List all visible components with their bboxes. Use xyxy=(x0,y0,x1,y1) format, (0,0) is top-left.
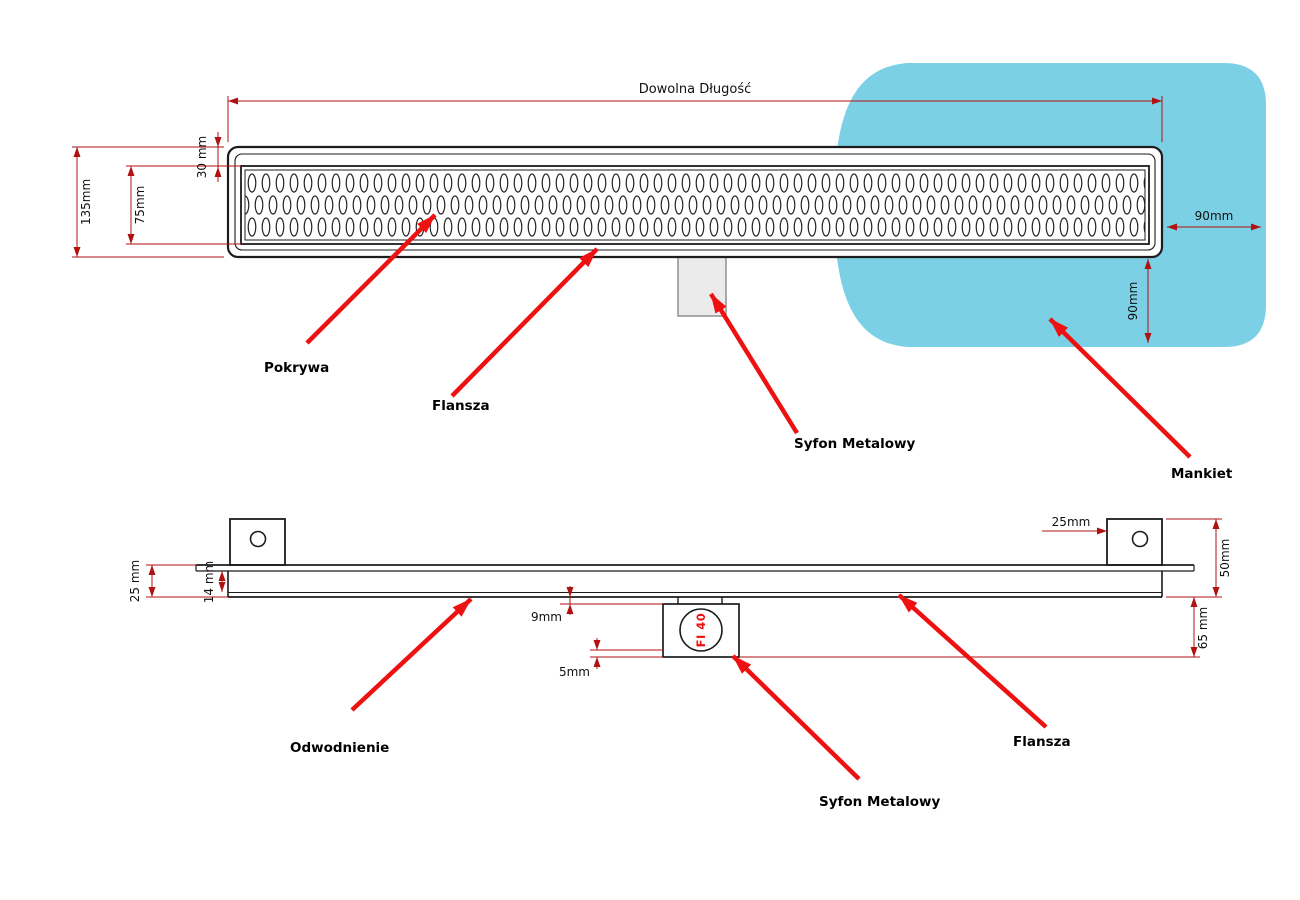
drain-body-inner-edge xyxy=(234,153,1156,251)
dim-channel-14: 14 mm xyxy=(202,561,226,603)
dim-label-length: Dowolna Długość xyxy=(639,82,752,97)
dim-label-90-right: 90mm xyxy=(1195,209,1234,223)
screw-hole-left xyxy=(249,530,267,548)
callout-label-syfon-top: Syfon Metalowy xyxy=(794,436,916,452)
dim-label-bracket-25: 25mm xyxy=(1052,515,1091,529)
grate-perforation xyxy=(244,169,1146,241)
dim-label-135: 135mm xyxy=(79,179,93,225)
dim-bracket-25: 25mm xyxy=(1042,515,1107,535)
dim-label-90-bottom: 90mm xyxy=(1126,282,1140,321)
dim-label-30: 30 mm xyxy=(195,136,209,178)
dim-label-fi40: FI 40 xyxy=(694,613,708,648)
callout-label-pokrywa: Pokrywa xyxy=(264,360,329,376)
dim-label-50: 50mm xyxy=(1218,539,1232,578)
dim-label-14: 14 mm xyxy=(202,561,216,603)
callout-odwodnienie: Odwodnienie xyxy=(290,597,473,756)
callout-arrow xyxy=(350,597,473,712)
dim-label-65: 65 mm xyxy=(1196,607,1210,649)
callout-syfon-top: Syfon Metalowy xyxy=(709,292,916,452)
top-view: Dowolna Długość 135mm 75mm 30 mm 90mm xyxy=(72,63,1266,482)
dim-offset-9: 9mm xyxy=(531,586,663,624)
dim-label-9: 9mm xyxy=(531,610,562,624)
callout-label-odwodnienie: Odwodnienie xyxy=(290,740,389,756)
callout-flansza-side: Flansza xyxy=(897,593,1071,750)
callout-label-flansza-top: Flansza xyxy=(432,398,490,414)
dim-membrane-right-90: 90mm xyxy=(1167,209,1261,231)
callout-syfon-side: Syfon Metalowy xyxy=(731,654,941,810)
callout-arrow xyxy=(897,593,1048,729)
callout-label-flansza-side: Flansza xyxy=(1013,734,1071,750)
dim-total-height-135: 135mm xyxy=(72,146,224,258)
dim-label-5: 5mm xyxy=(559,665,590,679)
channel-profile xyxy=(195,564,1195,598)
dim-grate-height-75: 75mm xyxy=(126,165,241,245)
dim-total-depth-65: 65 mm xyxy=(739,597,1210,658)
callout-pokrywa: Pokrywa xyxy=(264,213,437,376)
callout-arrow xyxy=(731,654,861,781)
side-view: FI 40 25mm 50mm 25 mm 14 mm xyxy=(128,515,1232,810)
callout-arrow xyxy=(450,247,599,398)
callout-arrow xyxy=(709,292,799,435)
dim-left-height-25: 25 mm xyxy=(128,560,228,602)
callout-arrow xyxy=(1048,317,1192,459)
callout-label-mankiet: Mankiet xyxy=(1171,466,1233,482)
dim-offset-5: 5mm xyxy=(559,638,663,679)
dim-end-height-50: 50mm xyxy=(1166,518,1232,598)
dim-edge-30: 30 mm xyxy=(195,132,222,182)
siphon-assembly: FI 40 xyxy=(662,597,740,658)
dim-label-left-25: 25 mm xyxy=(128,560,142,602)
callout-arrow xyxy=(305,213,437,345)
callout-label-syfon-side: Syfon Metalowy xyxy=(819,794,941,810)
callout-mankiet: Mankiet xyxy=(1048,317,1233,482)
dim-total-length: Dowolna Długość xyxy=(227,82,1163,142)
dim-label-75: 75mm xyxy=(133,186,147,225)
callout-flansza-top: Flansza xyxy=(432,247,599,414)
siphon-circle xyxy=(679,608,723,652)
dim-membrane-bottom-90: 90mm xyxy=(1126,259,1152,343)
screw-hole-right xyxy=(1131,530,1149,548)
